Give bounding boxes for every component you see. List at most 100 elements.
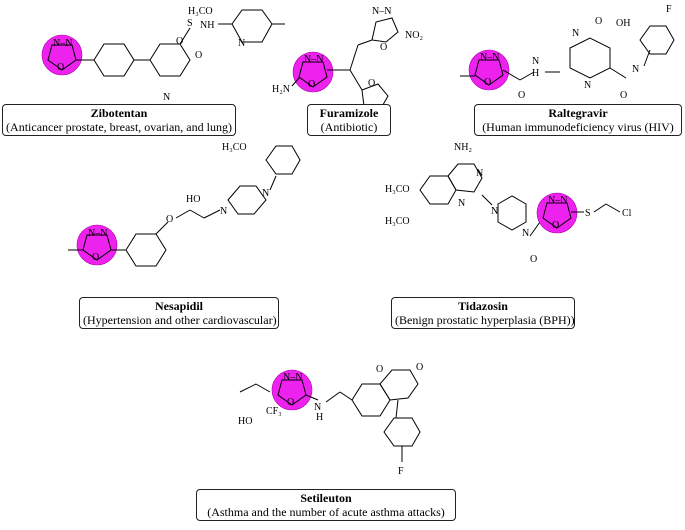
- atom-label: O: [166, 214, 173, 225]
- benzene-ring: [125, 233, 167, 267]
- compound-indication: (Benign prostatic hyperplasia (BPH)): [395, 313, 575, 327]
- oxadiazole-ring: [542, 202, 572, 229]
- atom-label: N: [584, 80, 591, 91]
- tidazosin-structure: H₃CO H₃CO NH₂ N N N N O N–N O S Cl: [385, 142, 632, 265]
- bond: [255, 383, 271, 393]
- bond: [519, 71, 535, 81]
- coumarin-benzo-ring: [351, 383, 391, 417]
- bond: [349, 69, 363, 91]
- atom-label: O: [308, 79, 315, 90]
- compound-name: Zibotentan: [90, 106, 148, 120]
- atom-label: H₃CO: [188, 6, 213, 17]
- bond: [155, 221, 169, 235]
- atom-label: NO₂: [405, 30, 423, 41]
- atom-label: H₃CO: [385, 216, 410, 227]
- atom-label: N: [220, 206, 227, 217]
- oxadiazole-ring: [82, 234, 112, 261]
- oxadiazole-ring: [277, 379, 307, 406]
- atom-label: H: [316, 412, 323, 423]
- pyrimidinone-ring: [569, 37, 611, 79]
- compound-name: Furamizole: [319, 106, 379, 120]
- atom-label: O: [518, 90, 525, 101]
- atom-label: NH₂: [454, 142, 472, 153]
- atom-label: O: [380, 42, 387, 53]
- atom-label: H₂N: [272, 84, 290, 95]
- atom-label: N–N: [372, 6, 391, 17]
- bond: [175, 209, 191, 219]
- label-furamizole: Furamizole (Antibiotic): [307, 104, 391, 136]
- bond: [305, 394, 319, 401]
- oxadiazole-ring: [47, 44, 77, 71]
- atom-label: N–N: [283, 372, 302, 383]
- atom-label: O: [92, 252, 99, 263]
- bond: [593, 203, 607, 213]
- compound-indication: (Human immunodeficiency virus (HIV): [482, 120, 674, 134]
- oxadiazole-ring: [361, 83, 389, 111]
- setileuton-structure: HO CF₃ N–N O N H O O F: [238, 362, 423, 477]
- bond: [605, 203, 621, 213]
- methoxyphenyl-ring: [265, 145, 301, 175]
- atom-label: O: [195, 50, 202, 61]
- atom-label: O: [552, 220, 559, 231]
- bond: [349, 44, 359, 71]
- atom-label: N: [314, 402, 321, 413]
- atom-label: N: [532, 56, 539, 67]
- atom-label: O: [57, 62, 64, 73]
- fluorophenyl-ring: [383, 417, 421, 447]
- atom-label: HO: [186, 194, 200, 205]
- atom-label: N: [572, 28, 579, 39]
- pyridine-ring: [149, 43, 191, 77]
- atom-label: H₃CO: [385, 184, 410, 195]
- atom-label: N: [491, 206, 498, 217]
- atom-label: N: [163, 92, 170, 103]
- furamizole-structure: N–N O H₂N N–N O NO₂ O N–N: [272, 6, 423, 121]
- oxadiazole-ring: [474, 59, 504, 86]
- compound-name: Raltegravir: [548, 106, 608, 120]
- bond: [269, 175, 277, 191]
- atom-label: N: [476, 168, 483, 179]
- atom-label: N: [238, 38, 245, 49]
- atom-label: Cl: [622, 208, 632, 219]
- bond: [395, 399, 399, 419]
- atom-label: N–N: [53, 38, 72, 49]
- atom-label: N–N: [548, 195, 567, 206]
- atom-label: S: [187, 18, 193, 29]
- bond: [502, 69, 521, 81]
- atom-label: N–N: [88, 228, 107, 239]
- benzene-ring: [93, 43, 135, 77]
- piperazine-ring: [227, 185, 267, 215]
- atom-label: O: [176, 36, 183, 47]
- compound-name: Setileuton: [300, 491, 352, 505]
- atom-label: N: [522, 228, 529, 239]
- bond: [179, 27, 191, 45]
- nesapidil-structure: N–N O O HO N N H₃CO: [68, 142, 301, 267]
- label-setileuton: Setileuton (Asthma and the number of acu…: [196, 489, 456, 521]
- bond: [203, 209, 221, 219]
- atom-label: N: [632, 64, 639, 75]
- bond: [189, 209, 205, 219]
- compound-name: Tidazosin: [458, 299, 508, 313]
- atom-label: N–N: [480, 52, 499, 63]
- compound-indication: (Anticancer prostate, breast, ovarian, a…: [6, 120, 232, 134]
- compound-indication: (Antibiotic): [320, 120, 378, 134]
- label-raltegravir: Raltegravir (Human immunodeficiency viru…: [474, 104, 682, 136]
- atom-label: N–N: [304, 54, 323, 65]
- atom-label: S: [585, 208, 591, 219]
- atom-label: OH: [616, 18, 630, 29]
- atom-label: O: [484, 77, 491, 88]
- fluorophenyl-ring: [639, 25, 675, 55]
- atom-label: CF₃: [266, 406, 282, 417]
- atom-label: O: [530, 254, 537, 265]
- atom-label: O: [416, 362, 423, 373]
- bond: [339, 391, 353, 401]
- oxadiazole-ring: [298, 61, 328, 88]
- label-tidazosin: Tidazosin (Benign prostatic hyperplasia …: [391, 297, 575, 329]
- piperazine-ring: [497, 195, 527, 231]
- atom-label: NH: [200, 20, 214, 31]
- atom-label: N: [458, 198, 465, 209]
- atom-label: O: [287, 397, 294, 408]
- coumarin-pyrone-ring: [379, 369, 419, 401]
- bond: [357, 39, 373, 46]
